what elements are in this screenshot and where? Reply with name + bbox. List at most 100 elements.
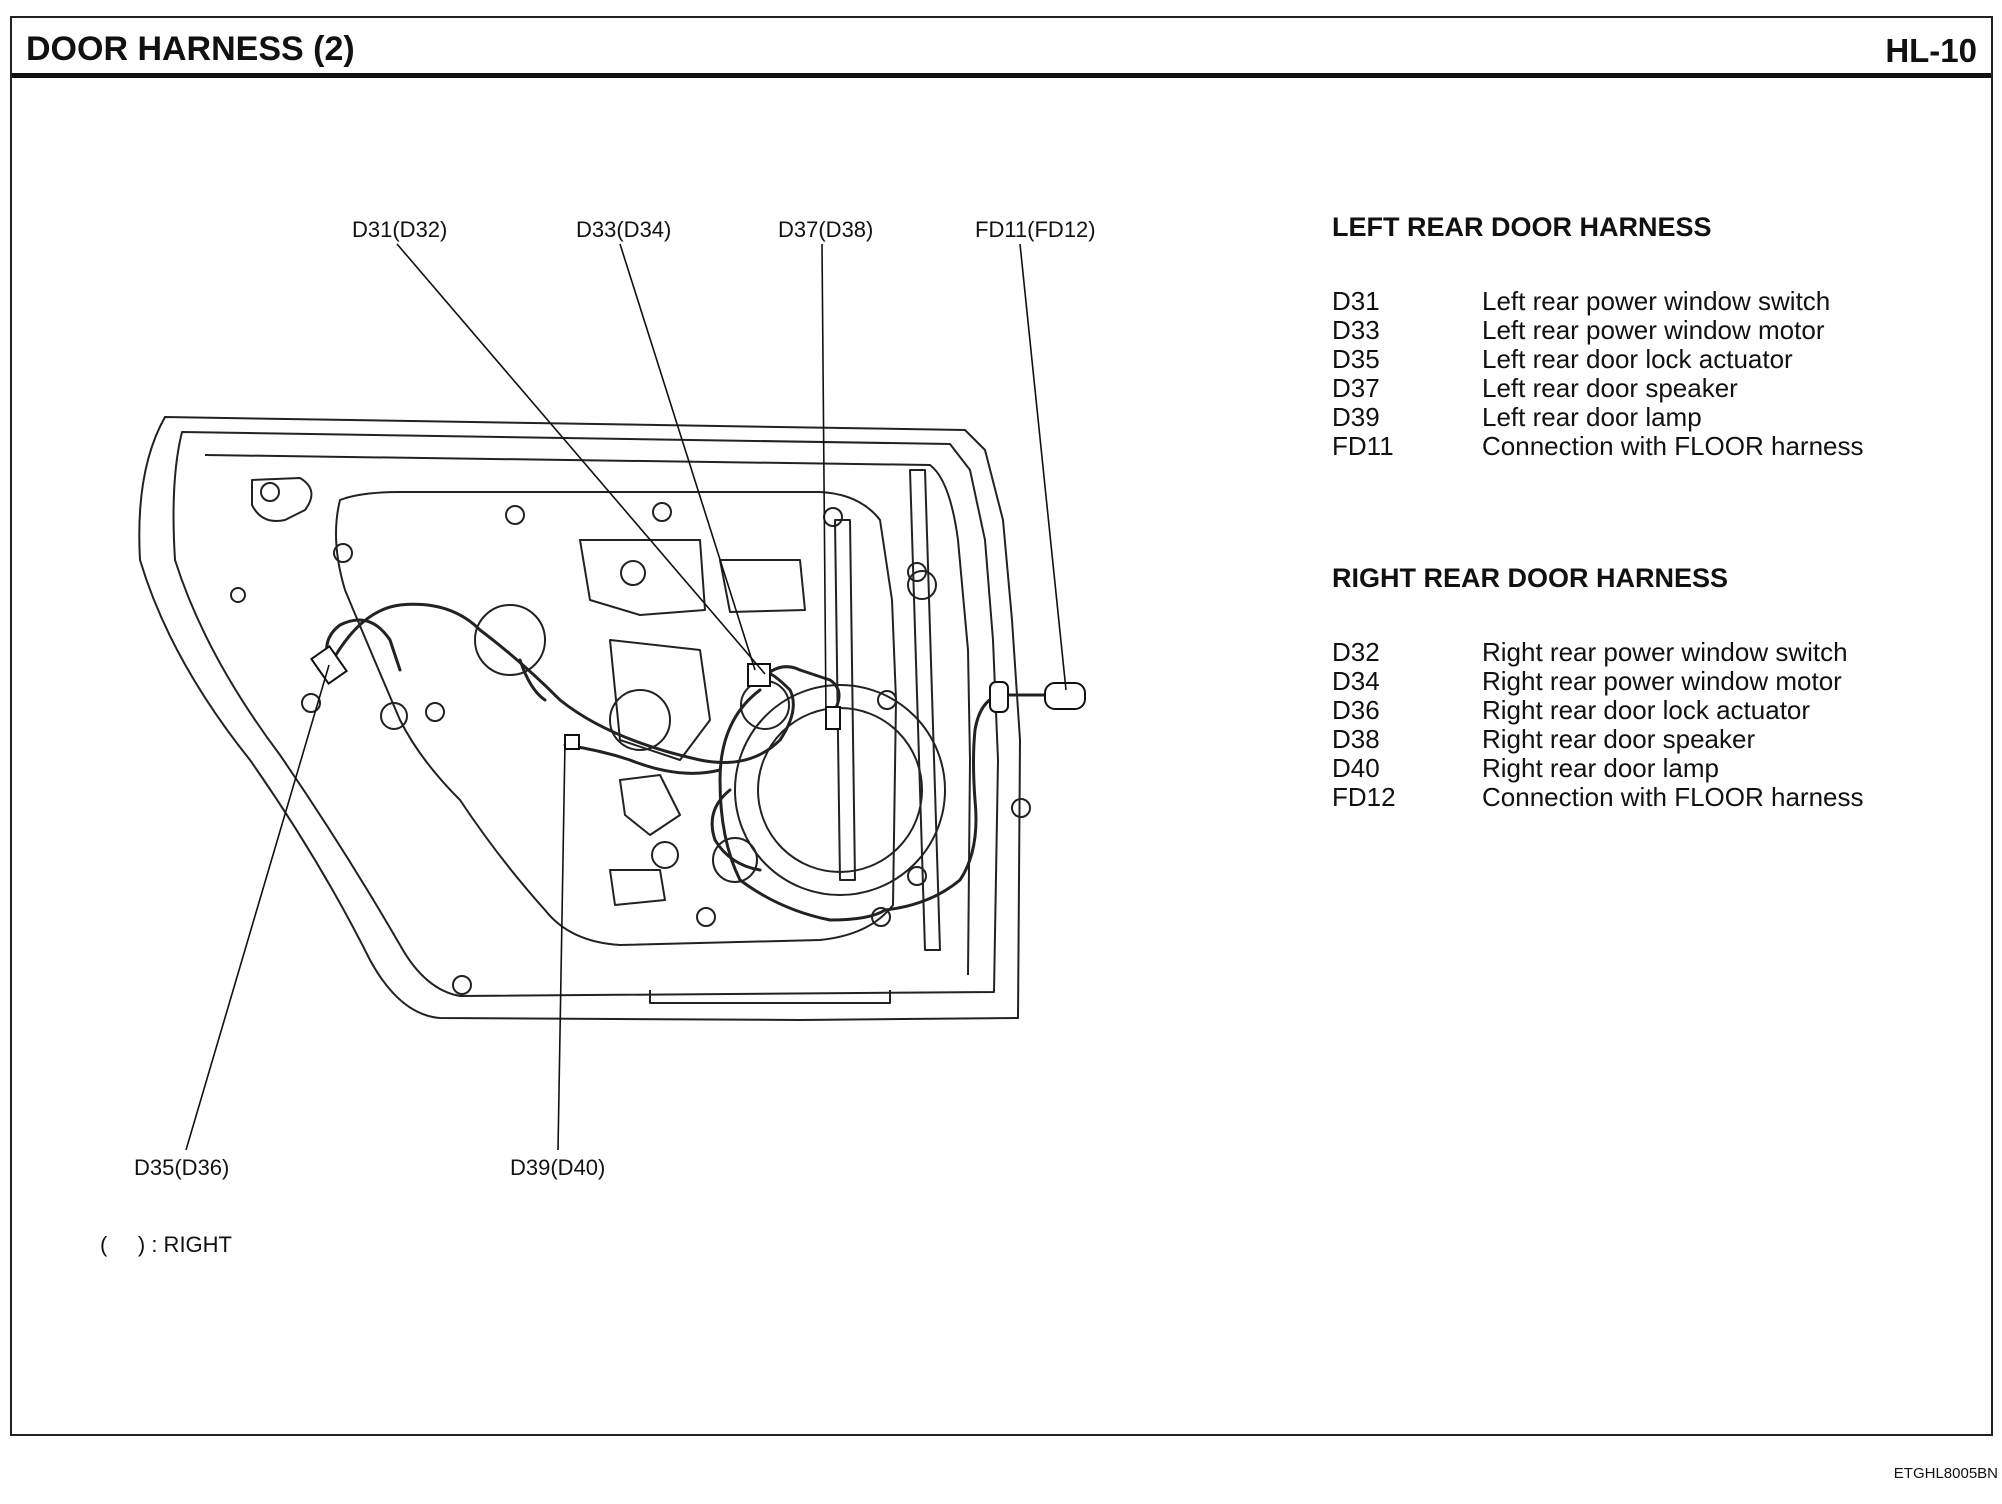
door-cutout	[619, 774, 681, 836]
bolt-hole	[505, 505, 525, 525]
bolt-hole	[696, 907, 716, 927]
bolt-hole	[425, 702, 445, 722]
leader-lines	[185, 243, 1067, 1151]
legend-row: D37 Left rear door speaker	[1332, 374, 1864, 403]
fd11-grommet-body	[989, 681, 1009, 713]
door-channel	[909, 469, 941, 951]
page-number: HL-10	[1885, 32, 1977, 69]
door-outer-outline	[138, 416, 1021, 1021]
actuator-boss	[740, 680, 790, 730]
figure-code: ETGHL8005BN	[1893, 1465, 1998, 1482]
harness-lamp-branch	[563, 743, 722, 775]
harness-switch-branch	[758, 665, 841, 712]
d39-lamp-connector	[564, 734, 580, 750]
bolt-hole	[301, 693, 321, 713]
door-cutout	[579, 539, 706, 616]
left-legend-heading: LEFT REAR DOOR HARNESS	[1332, 212, 1712, 242]
header-bar: DOOR HARNESS (2) HL-10	[12, 18, 1991, 78]
connector-description: Right rear door lamp	[1482, 753, 1719, 783]
leader-line	[1019, 243, 1067, 691]
door-cutout	[719, 559, 806, 613]
connector-code: D31	[1332, 286, 1380, 316]
callout-fd11: FD11(FD12)	[975, 217, 1096, 242]
door-channel	[834, 519, 856, 881]
callout-labels: D31(D32) D33(D34) D37(D38) FD11(FD12) D3…	[134, 217, 1096, 1180]
harness-main-run	[328, 602, 795, 764]
legend-row: D34 Right rear power window motor	[1332, 667, 1864, 696]
connector-code: D35	[1332, 344, 1380, 374]
connector-code: FD11	[1332, 431, 1394, 461]
bolt-hole	[260, 482, 280, 502]
connector-description: Left rear power window switch	[1482, 286, 1831, 316]
bolt-hole	[652, 502, 672, 522]
connector-description: Right rear door speaker	[1482, 724, 1756, 754]
leader-line	[619, 243, 756, 671]
connector-description: Left rear power window motor	[1482, 315, 1825, 345]
bolt-hole	[452, 975, 472, 995]
callout-d31: D31(D32)	[352, 217, 447, 242]
bolt-hole	[907, 570, 937, 600]
connector-code: D34	[1332, 666, 1380, 696]
door-panel	[138, 416, 1021, 1021]
bolt-hole	[230, 587, 246, 603]
legend-row: D39 Left rear door lamp	[1332, 403, 1864, 432]
harness-motor-branch	[518, 658, 547, 702]
connector-code: D39	[1332, 402, 1380, 432]
connector-description: Left rear door lamp	[1482, 402, 1702, 432]
bottom-boss	[712, 837, 758, 883]
door-cutout	[609, 869, 666, 906]
connector-description: Left rear door lock actuator	[1482, 344, 1793, 374]
legend-row: D31 Left rear power window switch	[1332, 287, 1864, 316]
connector-code: D38	[1332, 724, 1380, 754]
harness-speaker-loop	[710, 788, 762, 872]
legend-row: D35 Left rear door lock actuator	[1332, 345, 1864, 374]
connector-description: Connection with FLOOR harness	[1482, 782, 1864, 812]
bolt-hole	[1011, 798, 1031, 818]
legend-row: D32 Right rear power window switch	[1332, 638, 1864, 667]
right-side-note: ( ) : RIGHT	[100, 1232, 232, 1257]
connector-description: Right rear door lock actuator	[1482, 695, 1811, 725]
door-inner-panel	[335, 491, 897, 946]
connector-code: D36	[1332, 695, 1380, 725]
legend-row: D36 Right rear door lock actuator	[1332, 696, 1864, 725]
bolt-hole	[651, 841, 679, 869]
door-trim-line	[649, 990, 891, 1004]
d37-connector	[825, 706, 841, 730]
harness-rear-run	[883, 693, 1047, 912]
page-frame: DOOR HARNESS (2) HL-10	[10, 16, 1993, 1436]
bolt-hole	[620, 560, 646, 586]
door-inner-outline	[172, 431, 999, 997]
connector-code: FD12	[1332, 782, 1396, 812]
speaker-outer	[734, 684, 946, 896]
connectors	[309, 645, 1086, 750]
legend-row: D38 Right rear door speaker	[1332, 725, 1864, 754]
callout-d39: D39(D40)	[510, 1155, 605, 1180]
callout-d35: D35(D36)	[134, 1155, 229, 1180]
connector-description: Right rear power window switch	[1482, 637, 1848, 667]
door-cutout	[609, 639, 711, 761]
connector-description: Right rear power window motor	[1482, 666, 1842, 696]
callout-d37: D37(D38)	[778, 217, 873, 242]
right-legend-heading: RIGHT REAR DOOR HARNESS	[1332, 563, 1729, 593]
d31-connector	[747, 663, 771, 687]
window-motor	[474, 604, 546, 676]
connector-code: D37	[1332, 373, 1380, 403]
bolt-hole	[907, 866, 927, 886]
lock-actuator-boss	[609, 689, 671, 751]
connector-description: Left rear door speaker	[1482, 373, 1738, 403]
connector-code: D32	[1332, 637, 1380, 667]
bolt-hole	[380, 702, 408, 730]
fasteners	[230, 482, 1031, 995]
leader-line	[396, 243, 766, 675]
harness-speaker-branch	[718, 688, 887, 922]
wiring-harness	[325, 602, 1047, 922]
bolt-hole	[333, 543, 353, 563]
door-hinge-bracket	[251, 477, 313, 522]
speaker-assembly	[474, 604, 946, 896]
